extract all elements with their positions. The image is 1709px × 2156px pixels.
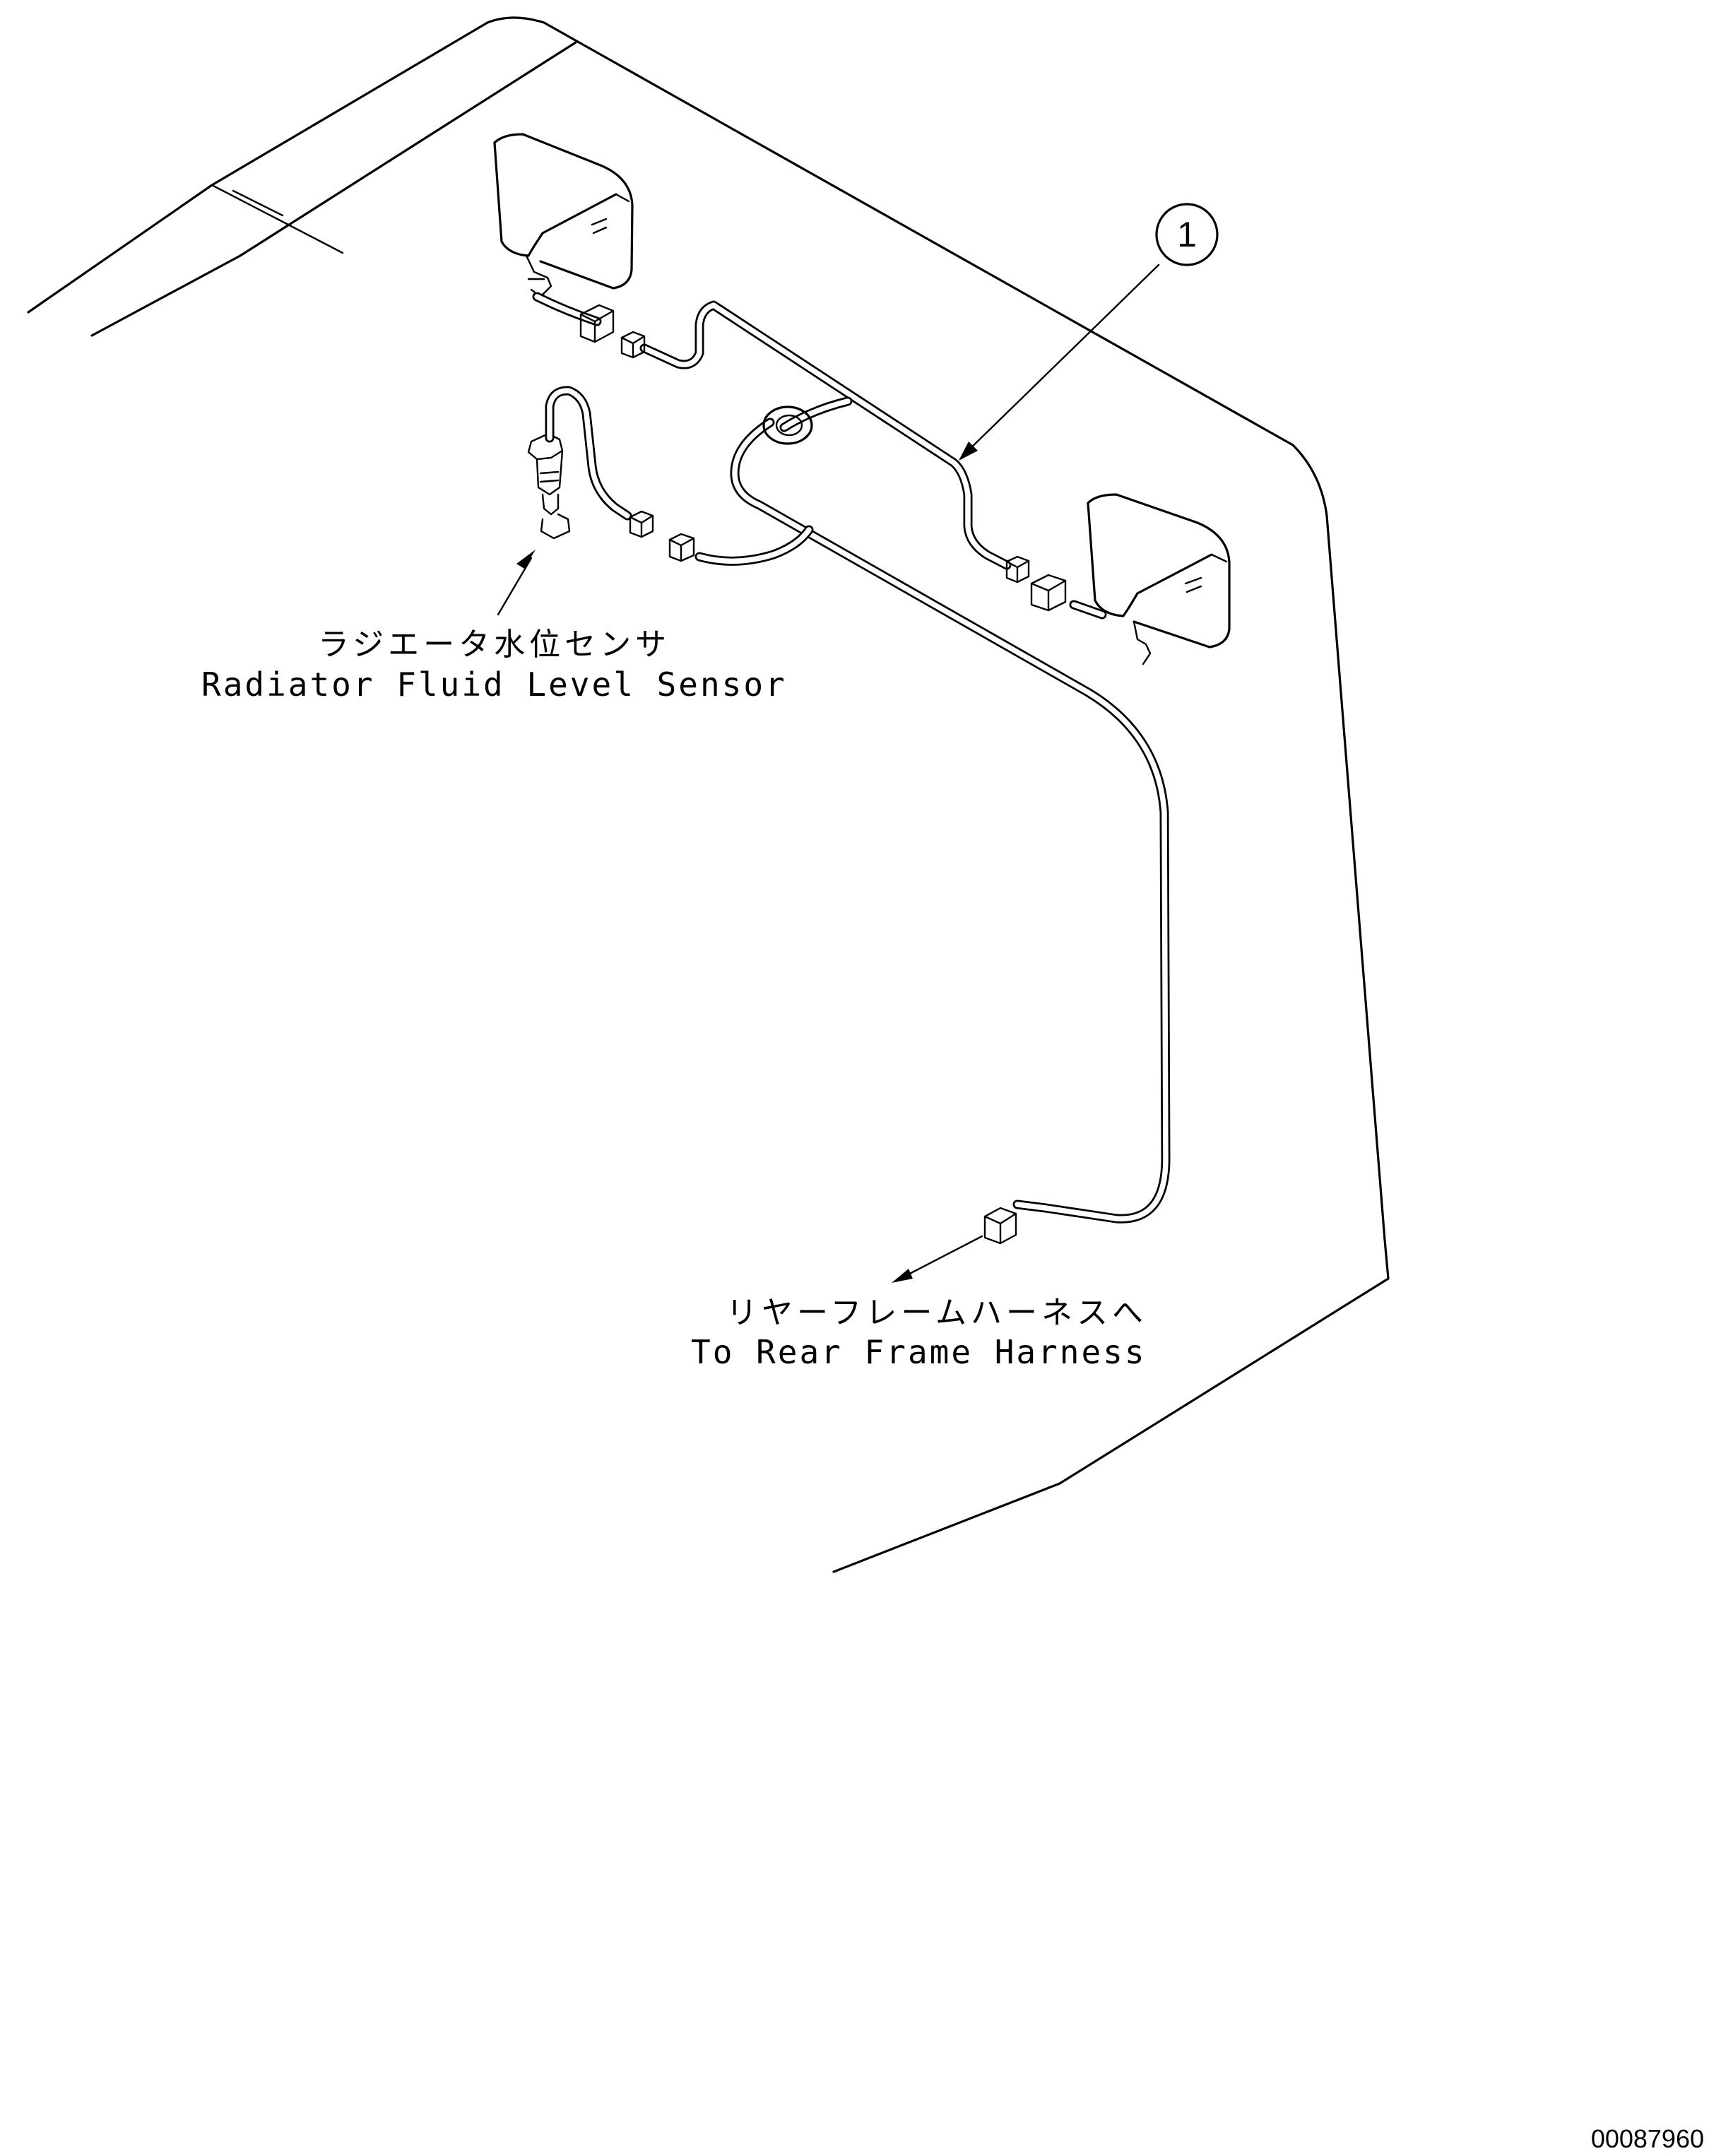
wiring-harness [532,292,1171,1224]
radiator-sensor-label-jp: ラジエータ水位センサ [318,627,670,663]
machine-body-outline [27,16,1390,1573]
harness-grommet [762,405,813,445]
connector-sensor-b [668,533,695,562]
connector-lamp-left-b [620,331,646,359]
rear-harness-arrow [892,1235,983,1283]
left-work-lamp [493,133,634,298]
radiator-sensor-label-en: Radiator Fluid Level Sensor [201,665,787,704]
rear-harness-label-jp: リヤーフレームハーネスへ [726,1295,1147,1331]
callout-arrow [959,263,1160,461]
connector-sensor-a [629,510,654,538]
connector-lamp-right-b [1030,574,1067,612]
drawing-number: 00087960 [1591,2124,1704,2153]
connector-lamp-left-a [579,304,615,343]
part-callout-number: 1 [1177,215,1197,254]
right-work-lamp [1087,493,1231,665]
radiator-sensor-arrow [497,550,536,616]
radiator-fluid-level-sensor [527,432,571,540]
part-callout-balloon: 1 [1155,203,1219,266]
connector-rear-frame [983,1207,1017,1245]
connector-lamp-right-a [1005,555,1030,584]
rear-harness-label-en: To Rear Frame Harness [691,1333,1147,1371]
